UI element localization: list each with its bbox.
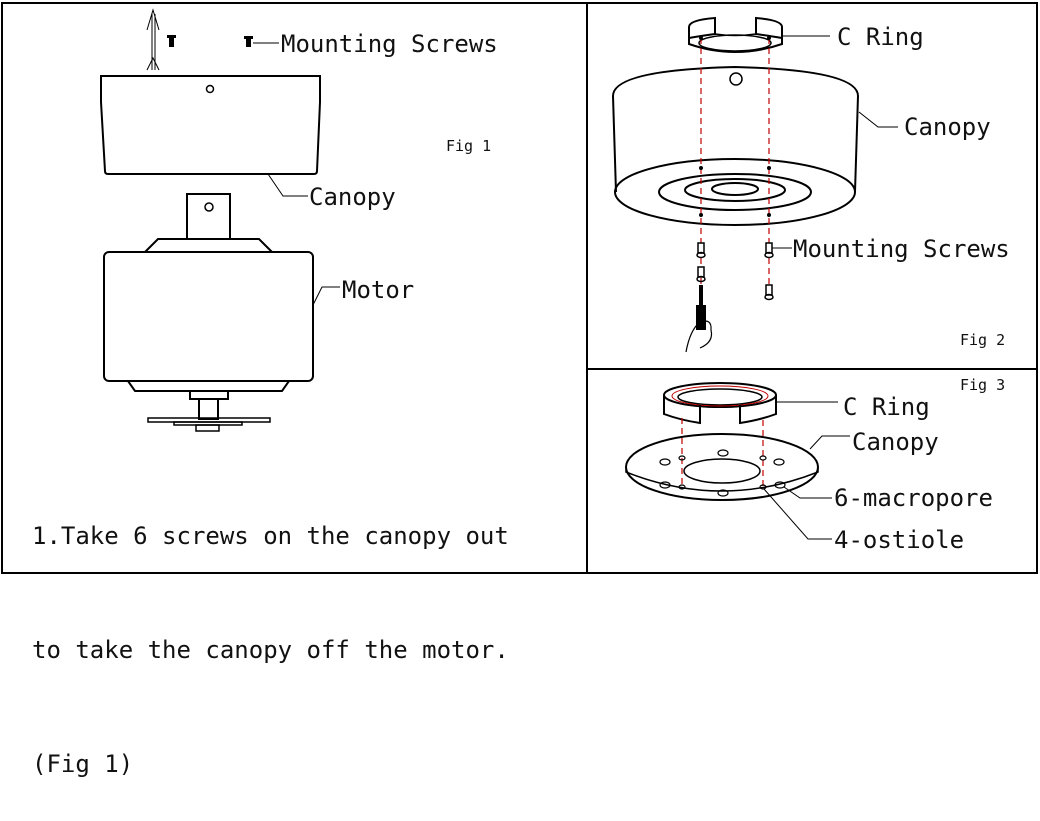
fig2-figure-label: Fig 2 (960, 331, 1005, 349)
leader-line (312, 286, 340, 306)
ostiole-holes (678, 455, 767, 490)
leader-line (858, 111, 898, 128)
fig1-motor-shape (103, 251, 314, 382)
canopy-hole (729, 72, 743, 86)
diagram-canvas: Mounting Screws Fig 1 Canopy Motor (100, 8, 1010, 554)
fig3-drawing (625, 382, 850, 540)
fig1-canopy-label: Canopy (309, 183, 396, 211)
fig2-canopy-label: Canopy (904, 113, 991, 141)
fig1-instruction: 1.Take 6 screws on the canopy out to tak… (32, 441, 509, 821)
motor-bottom-collar (127, 380, 290, 392)
leader-line (783, 486, 832, 499)
fig3-canopy-shape (625, 433, 819, 501)
motor-top-collar (144, 238, 273, 253)
fig2-c-ring-label: C Ring (837, 23, 924, 51)
leader-line (809, 435, 850, 450)
fig1-figure-label: Fig 1 (446, 137, 491, 155)
fig1-drawing (100, 8, 340, 432)
fig3-c-ring-shape (663, 382, 777, 425)
alignment-guides (700, 38, 770, 300)
fig1-mounting-screws-label: Mounting Screws (281, 30, 498, 58)
fig1-motor-label: Motor (342, 276, 414, 304)
motor-bracket (186, 193, 231, 240)
fig3-c-ring-label: C Ring (843, 393, 930, 421)
screw-holes (699, 36, 771, 217)
alignment-guides (681, 418, 764, 488)
macropore-holes (659, 449, 786, 497)
motor-shaft (198, 398, 219, 420)
canopy-hole (205, 84, 215, 94)
leader-line (267, 173, 308, 197)
screw-icon (167, 35, 176, 47)
fig3-ostiole-label: 4-ostiole (834, 526, 964, 554)
fig2-drawing (612, 16, 898, 353)
screwdriver-hand-icon (685, 285, 713, 353)
screw-icon (244, 36, 253, 47)
screw-icon (764, 284, 774, 301)
fig3-macropore-label: 6-macropore (834, 484, 993, 512)
up-arrow-icon (146, 8, 160, 71)
screw-icon (696, 266, 706, 283)
screw-icon (696, 242, 706, 259)
fig1-canopy-shape (100, 75, 321, 175)
fig2-canopy-shape (612, 65, 859, 226)
instruction-line: to take the canopy off the motor. (32, 636, 509, 664)
fig3-canopy-label: Canopy (852, 428, 939, 456)
screw-icon (764, 242, 774, 259)
motor-shaft-cap (189, 390, 229, 400)
shaft-nut (195, 424, 220, 432)
fig2-c-ring-shape (688, 16, 783, 53)
bracket-hole (204, 202, 214, 212)
fig3-panel (586, 368, 1038, 574)
fig3-figure-label: Fig 3 (960, 376, 1005, 394)
fig2-mounting-screws-label: Mounting Screws (793, 235, 1010, 263)
instruction-line: (Fig 1) (32, 750, 134, 778)
instruction-line: 1.Take 6 screws on the canopy out (32, 522, 509, 550)
leader-line (763, 488, 832, 540)
